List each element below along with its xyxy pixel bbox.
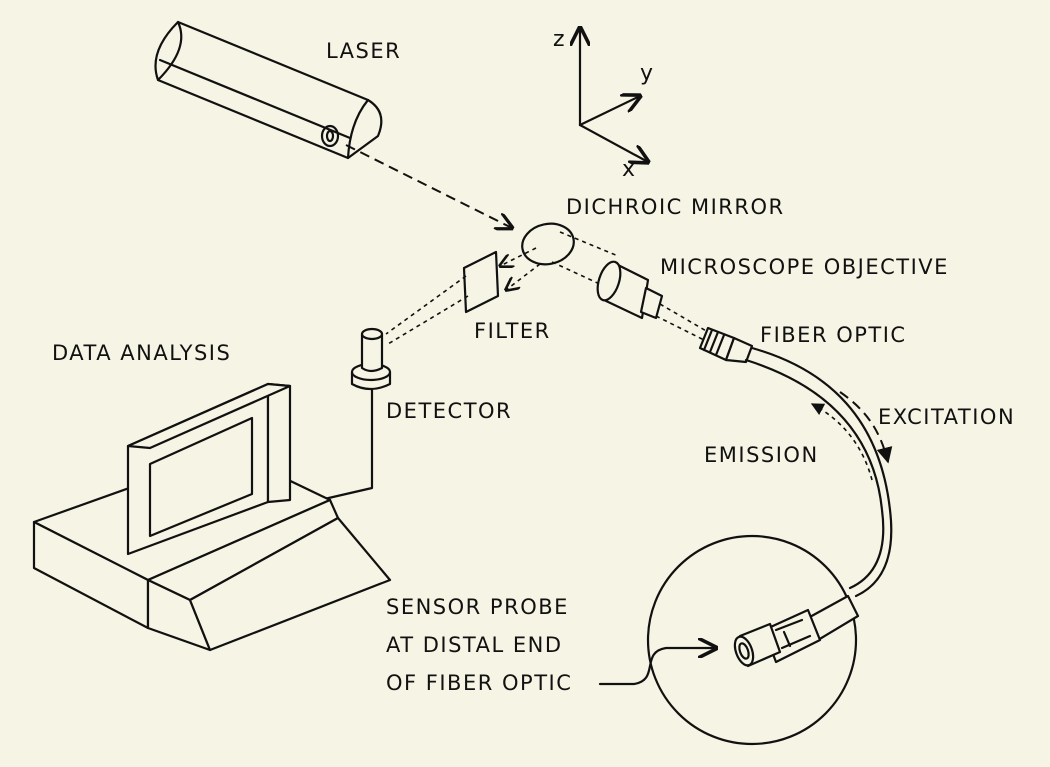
dichroic-mirror-label: DICHROIC MIRROR [566,195,785,219]
excitation-label: EXCITATION [878,405,1015,429]
sensor-probe-callout [598,648,716,686]
axis-x-label: x [622,157,635,182]
emission-arrow [810,403,873,481]
microscope-objective-label: MICROSCOPE OBJECTIVE [660,255,949,279]
sensor-probe-label-line1: SENSOR PROBE [386,595,569,619]
fiber-optic-label: FIBER OPTIC [760,323,907,347]
fiber-optic [698,326,893,598]
axis-z-label: z [553,27,565,52]
sensor-probe-label-line2: AT DISTAL END [386,633,563,657]
sensor-probe-magnified [646,534,860,746]
beam-mirror-objective-2 [551,261,605,287]
detector-cable [318,388,374,502]
beam-mirror-objective-1 [559,231,619,257]
beam-mirror-filter-1 [500,247,537,266]
computer [32,382,392,652]
filter [462,250,500,314]
beam-filter-detector-1 [385,275,467,335]
microscope-objective [596,260,664,320]
detector [350,327,392,391]
emission-label: EMISSION [704,443,819,467]
excitation-arrow [839,391,893,464]
laser [154,20,383,160]
coordinate-axes [580,28,648,162]
laser-beam [345,144,512,228]
beam-objective-fiber-1 [659,303,709,333]
data-analysis-label: DATA ANALYSIS [52,341,231,365]
axis-y-label: y [640,61,653,86]
beam-filter-detector-2 [387,295,469,345]
dichroic-mirror [521,222,575,266]
beam-mirror-filter-2 [506,263,541,290]
sensor-probe-label-line3: OF FIBER OPTIC [386,671,572,695]
detector-label: DETECTOR [386,399,512,423]
filter-label: FILTER [474,319,551,343]
beam-objective-fiber-2 [655,315,705,341]
laser-label: LASER [326,39,401,63]
